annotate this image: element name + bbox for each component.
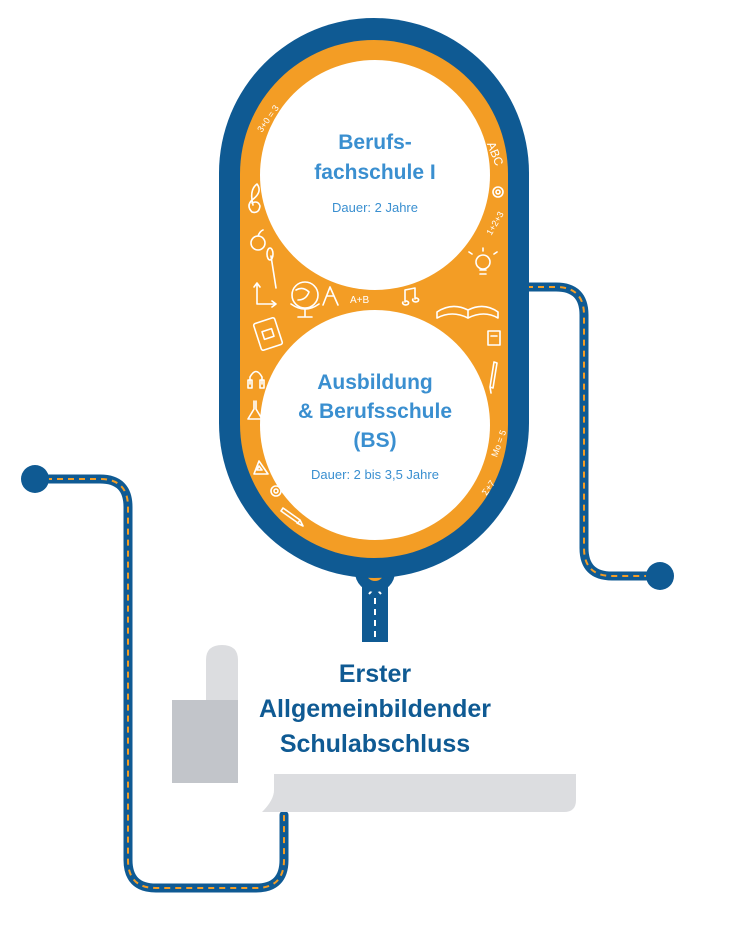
left-path-endpoint (21, 465, 49, 493)
base-title-line2: Allgemeinbildender (259, 695, 491, 723)
top-box-title: Berufs- fachschule I (270, 128, 480, 188)
at-icon-right (492, 186, 504, 198)
at-icon (270, 485, 282, 497)
right-path-endpoint (646, 562, 674, 590)
treble-clef-icon (248, 183, 261, 214)
flask-icon (247, 400, 263, 420)
paper-icon (487, 330, 501, 346)
base-paper (172, 645, 576, 812)
base-title-line1: Erster (338, 660, 412, 688)
bottom-box-title-line3: (BS) (353, 429, 397, 452)
base-title-line3: Schulabschluss (279, 730, 471, 758)
left-path (21, 465, 289, 893)
compass-icon (322, 286, 339, 306)
notebook-icon (252, 317, 284, 351)
base-title: Erster Allgemeinbildender Schulabschluss (225, 657, 525, 762)
doodles (247, 183, 504, 527)
bottom-box-duration: Dauer: 2 bis 3,5 Jahre (311, 467, 439, 482)
open-book-icon (436, 305, 499, 319)
doodle-ab: A+B (350, 295, 370, 306)
top-box-title-line2: fachschule I (314, 161, 436, 184)
pencil-icon (280, 507, 304, 527)
headphones-icon (247, 370, 265, 389)
bottom-box-title-line1: Ausbildung (317, 371, 433, 394)
right-pencil-icon (489, 361, 498, 394)
right-path (500, 282, 674, 590)
lightbulb-icon (468, 247, 498, 275)
circle-top (260, 60, 490, 290)
axes-icon (253, 282, 277, 308)
music-note-icon (401, 287, 420, 306)
bottom-box-title: Ausbildung & Berufsschule (BS) (255, 368, 495, 455)
top-box-duration: Dauer: 2 Jahre (332, 200, 418, 215)
globe-icon (290, 281, 320, 318)
top-box-title-line1: Berufs- (338, 131, 412, 154)
apple-icon (250, 229, 266, 251)
bottom-box-title-line2: & Berufsschule (297, 400, 453, 423)
ruler-icon (253, 460, 269, 475)
circle-bottom (260, 310, 490, 540)
capsule (219, 18, 529, 578)
brush-icon (266, 247, 277, 289)
